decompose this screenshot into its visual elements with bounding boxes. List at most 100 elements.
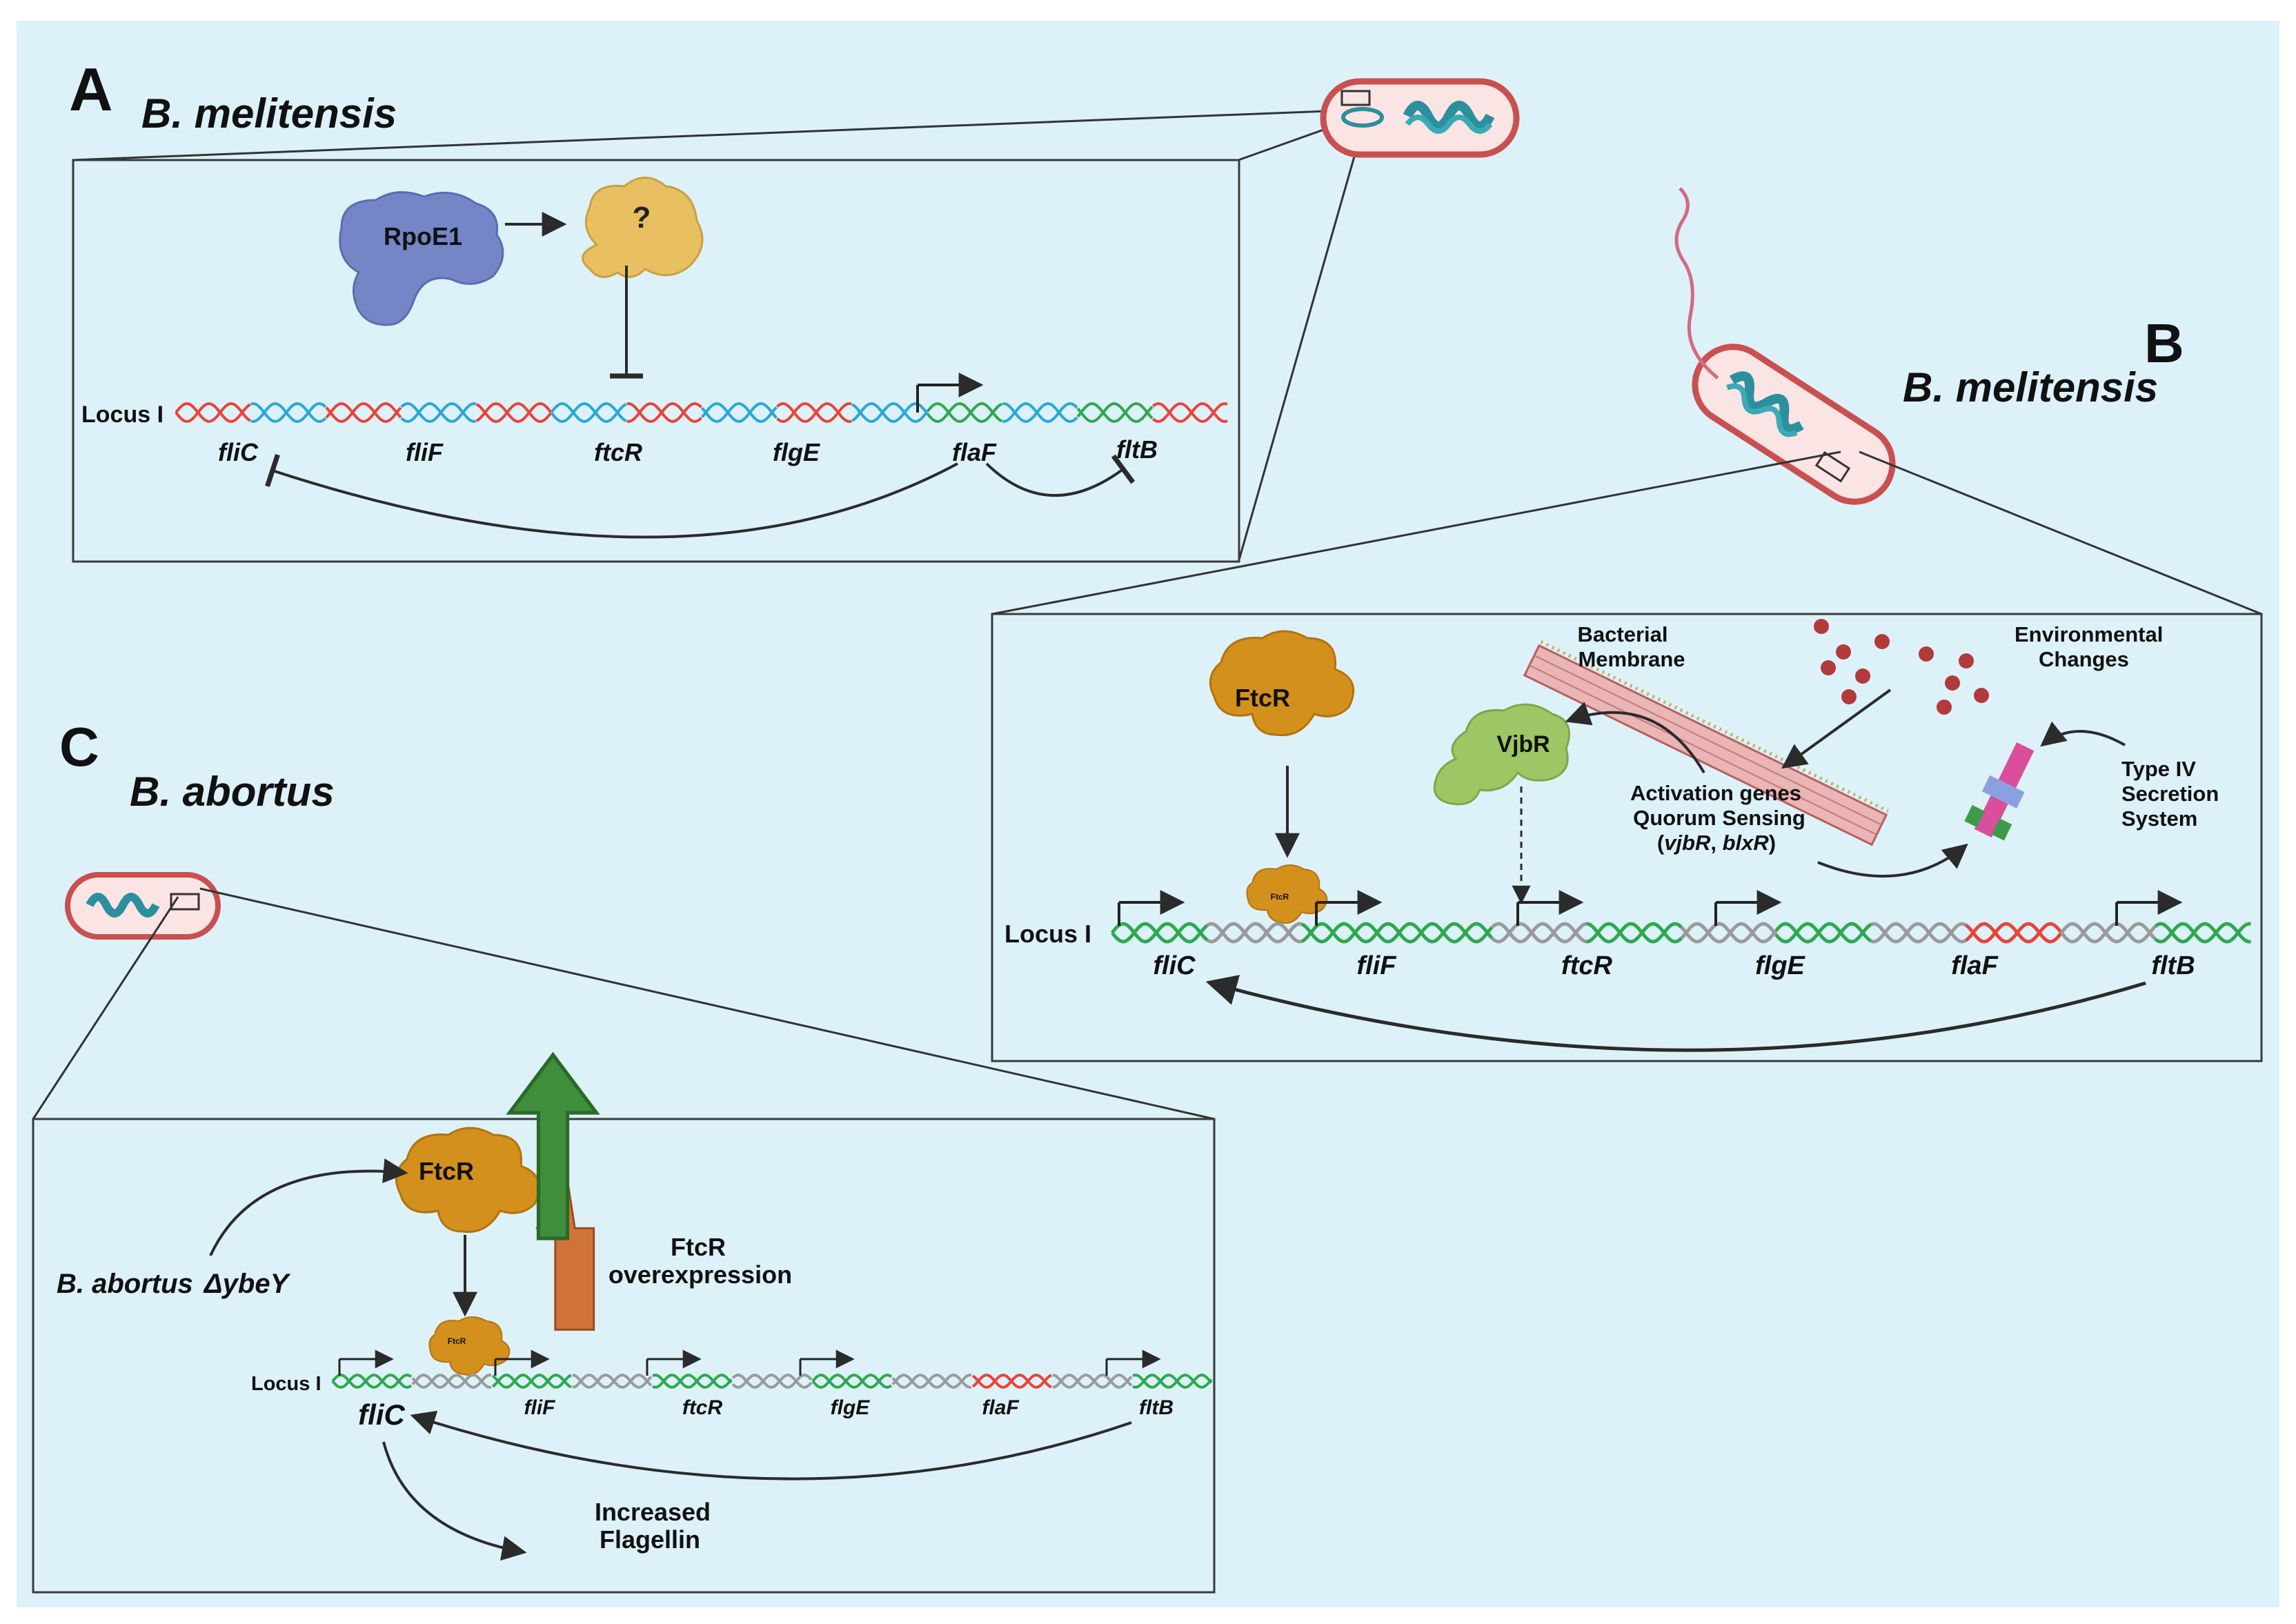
dna-strand [1680,922,1778,944]
panel-b-zoom-line [991,450,1841,615]
dna-strand [572,1373,653,1389]
gene-label: fliF [1357,951,1398,980]
dna-strand [331,1373,413,1389]
dna-strand [731,1374,813,1389]
dna-strand [1151,402,1228,423]
panel-a-letter: A [69,55,113,123]
panel-c-frame [32,1118,1216,1594]
panel-a-zoom-line [1237,127,1364,563]
panel-a-species: B. melitensis [141,90,397,137]
panel-a-zoom-line [72,109,1346,161]
dna-strand [776,402,852,424]
gene-label: fliC [218,438,259,466]
flaf-fltb-regulation [985,454,1136,497]
dna-strand [1395,922,1494,944]
flagellin-label: Increased Flagellin [595,1498,711,1554]
dna-strand [1002,402,1078,424]
rpoe1-protein: RpoE1 [339,191,504,326]
type-iv-secretion-system [1964,742,2035,841]
svg-text:Activation genes: Activation genes [1630,781,1801,805]
gene-label: flaF [1951,951,1999,980]
dna-strand [1964,922,2063,944]
gene-label: ftcR [594,438,642,466]
dna-strand [1111,922,1209,944]
svg-text:System: System [2121,806,2197,831]
vjbr-label: VjbR [1496,731,1550,757]
bacterial-membrane [1523,640,1889,846]
gene-label: fltB [1116,435,1158,464]
panel-b-dna [1111,922,2251,944]
panel-b: B B. melitensis FtcR FtcR VjbR [991,187,2263,1062]
gene-label: fliC [358,1398,405,1431]
ftcr-protein: FtcR [1209,630,1355,737]
secretion-label: Type IV Secretion System [2121,757,2219,831]
panel-b-species: B. melitensis [1903,364,2158,410]
panel-c-zoom-line [199,887,1215,1120]
gene-label: flgE [773,438,820,466]
dna-strand [1132,1374,1213,1389]
dna-strand [851,402,928,424]
svg-text:Type IV: Type IV [2121,757,2196,781]
dna-strand [1151,402,1228,424]
dna-strand [971,1374,1052,1389]
panel-b-promoters [1118,890,2183,926]
dna-strand [475,402,553,424]
dna-strand [776,402,852,424]
svg-text:Membrane: Membrane [1578,647,1685,671]
dna-strand [491,1374,572,1389]
dna-strand [2155,922,2251,944]
dna-strand [175,402,252,424]
ftcr-small-label: FtcR [1271,892,1289,902]
svg-text:Environmental: Environmental [2015,622,2163,646]
gene-label: ftcR [682,1396,723,1419]
ftcr-label: FtcR [1235,684,1290,712]
panel-a: A B. melitensis RpoE1 ? Locus I [69,55,1520,563]
dna-strand [652,1374,733,1389]
ftcr-protein: FtcR [395,1127,541,1234]
panel-c-species: B. abortus [130,769,335,815]
dna-strand [811,1373,893,1389]
dna-strand [1076,402,1154,424]
bacterium-cell [1320,78,1520,158]
unknown-protein: ? [582,177,704,278]
gene-label: flgE [831,1396,871,1419]
qs-to-t4ss-arrow [1817,843,1968,878]
svg-text:Changes: Changes [2039,647,2129,671]
dna-strand [652,1374,733,1389]
dna-strand [891,1374,972,1389]
svg-text:Quorum Sensing: Quorum Sensing [1633,806,1805,830]
dna-strand [250,402,327,424]
panel-c-genes: fliC fliF ftcR flgE flaF fltB [358,1396,1174,1431]
panel-b-letter: B [2144,313,2184,374]
membrane-label: Bacterial Membrane [1578,622,1685,671]
bacterium-cell [65,872,221,940]
ftcr-label: FtcR [419,1157,474,1185]
gene-label: ftcR [1561,951,1612,980]
dna-strand [1052,1373,1133,1389]
dna-strand [1052,1373,1133,1389]
panel-a-genes: fliC fliF ftcR flgE flaF fltB [218,435,1158,466]
panel-a-frame [72,159,1240,563]
dna-strand [475,402,553,424]
dna-strand [2059,922,2157,944]
dna-strand [1076,402,1154,423]
dna-strand [926,402,1003,424]
activation-label: Activation genes Quorum Sensing (vjbR, b… [1630,781,1805,855]
dna-strand [1206,922,1303,944]
gene-label: flaF [982,1396,1019,1419]
panel-b-locus-label: Locus I [1004,920,1091,948]
dna-strand [411,1374,492,1389]
gene-label: flgE [1755,951,1805,980]
dna-strand [926,402,1003,423]
dna-strand [700,402,778,424]
panel-b-zoom-line [1859,450,2262,615]
dna-strand [1586,922,1683,944]
gene-label: fliF [406,438,444,466]
fltb-to-flic-arrow [1205,975,2146,1052]
dna-strand [1774,922,1872,944]
svg-text:Secretion: Secretion [2121,782,2219,806]
dna-strand [572,1373,653,1389]
dna-strand [1964,922,2063,944]
